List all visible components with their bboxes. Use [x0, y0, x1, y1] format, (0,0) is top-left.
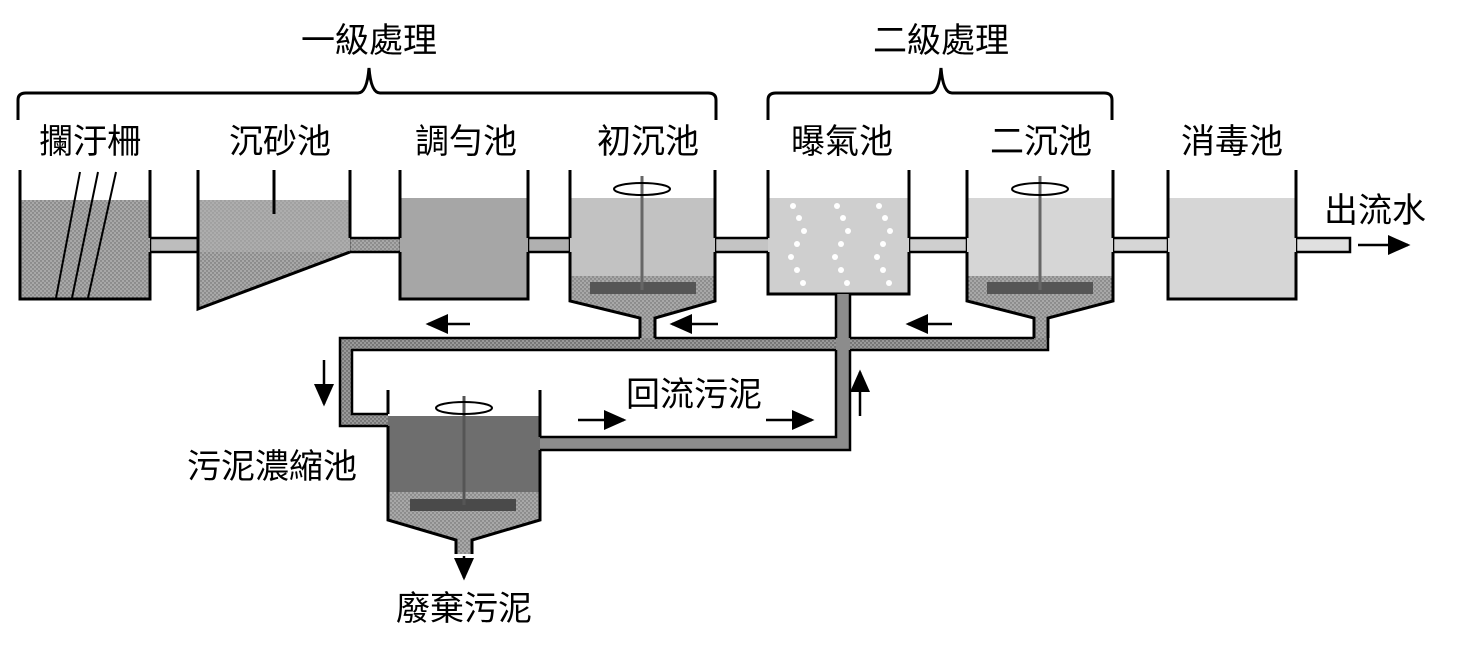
primary-treatment-label: 一級處理 [301, 21, 437, 61]
primary-clarifier-label: 初沉池 [597, 122, 699, 162]
disinfection-tank-label: 消毒池 [1181, 122, 1283, 162]
return-sludge-label: 回流污泥 [626, 375, 762, 415]
secondary-clarifier-label: 二沉池 [990, 122, 1092, 162]
equalization-tank-label: 調勻池 [415, 122, 517, 162]
aeration-tank-label: 曝氣池 [791, 122, 893, 162]
flow-arrows [314, 314, 952, 581]
secondary-clarifier [965, 170, 1115, 338]
sludge-thickener-label: 污泥濃縮池 [187, 447, 357, 487]
disinfection-tank [1166, 170, 1298, 301]
secondary-treatment-brace [766, 67, 1114, 120]
sludge-thickener [386, 390, 542, 554]
screen-tank [18, 170, 152, 301]
effluent-label: 出流水 [1324, 191, 1426, 231]
aeration-tank [766, 170, 911, 296]
secondary-treatment-label: 二級處理 [873, 21, 1009, 61]
return-sludge-pipe [540, 294, 852, 452]
primary-clarifier [568, 170, 717, 338]
screen-label: 攔汙柵 [39, 122, 141, 162]
equalization-tank [398, 170, 530, 301]
primary-treatment-brace [16, 67, 718, 120]
grit-chamber [196, 170, 352, 312]
air-bubbles [788, 203, 893, 286]
waste-sludge-label: 廢棄污泥 [396, 589, 532, 629]
grit-chamber-label: 沉砂池 [229, 122, 331, 162]
